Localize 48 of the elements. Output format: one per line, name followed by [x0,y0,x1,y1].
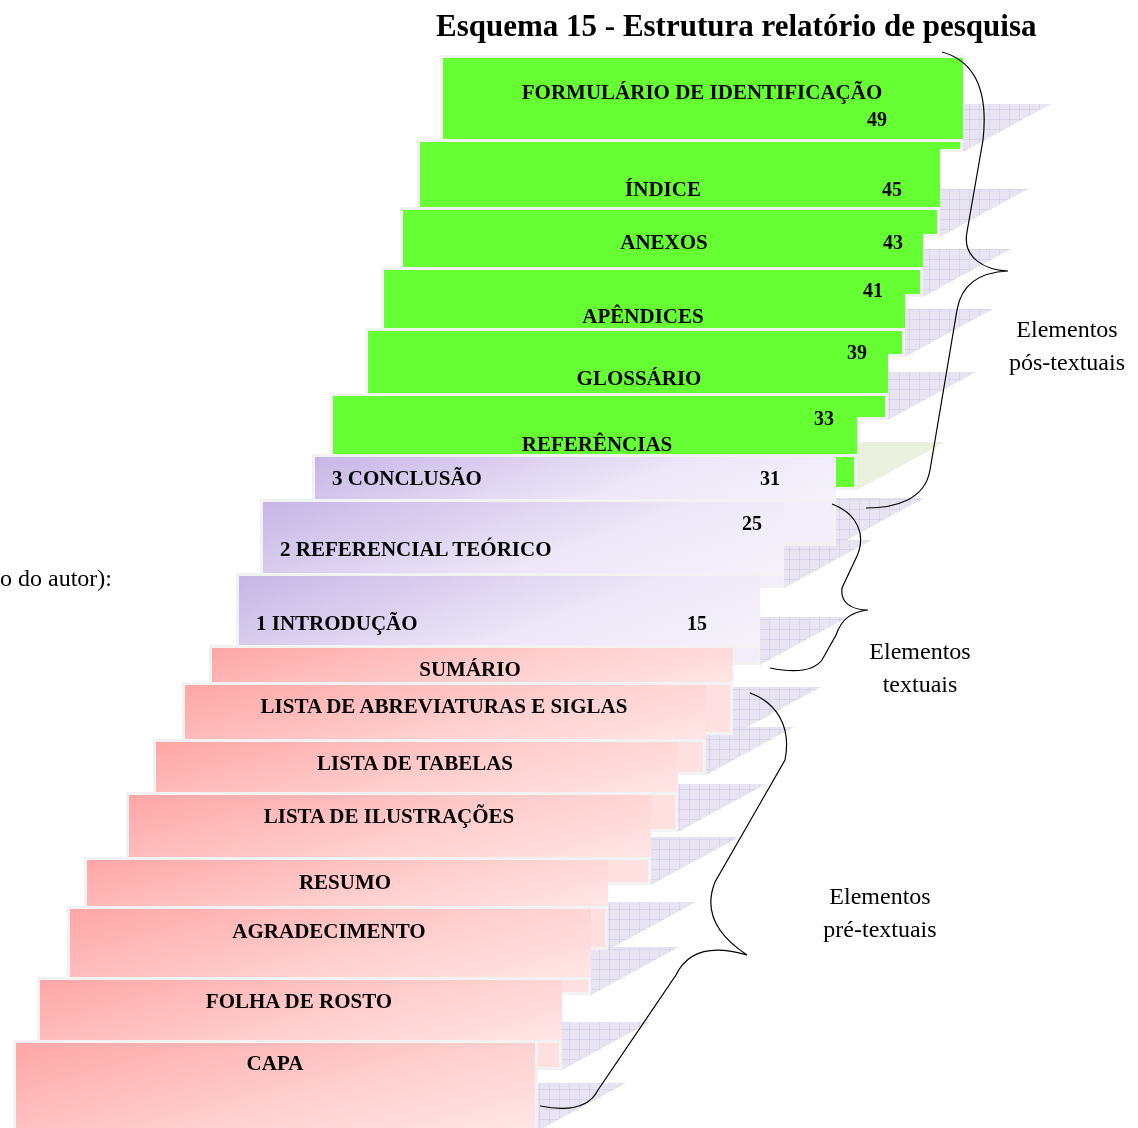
page-number: 31 [760,466,780,490]
page-number: 49 [867,107,887,131]
section-title: FORMULÁRIO DE IDENTIFICAÇÃO [521,80,883,104]
page-number: 33 [814,406,834,430]
section-title: 2 REFERENCIAL TEÓRICO [280,537,552,561]
page-card [182,682,706,739]
page-card [67,906,591,977]
page-number: 39 [847,340,867,364]
page-card [236,573,760,645]
page-card [126,792,651,857]
page-card [312,454,836,499]
section-title: LISTA DE TABELAS [316,751,514,775]
page-card [330,393,857,454]
page-card [260,499,784,573]
page-number: 41 [863,278,883,302]
section-title: REFERÊNCIAS [521,432,673,456]
section-title: SUMÁRIO [419,657,521,681]
page-card [365,328,888,393]
page-card [400,207,923,267]
section-title: APÊNDICES [582,304,704,328]
page-number: 15 [687,611,707,635]
group-label: o do autor): [0,564,112,593]
page-card [209,645,733,682]
section-title: RESUMO [298,870,392,894]
group-label: Elementos textuais [868,637,972,699]
section-title: 3 CONCLUSÃO [332,466,482,490]
group-label: Elementos pré-textuais [822,882,938,944]
page-card [440,55,963,139]
section-title: LISTA DE ILUSTRAÇÕES [263,804,515,828]
page-number: 45 [882,177,902,201]
section-title: 1 INTRODUÇÃO [256,611,418,635]
page-card [13,1040,538,1128]
section-title: CAPA [246,1051,304,1075]
section-title: ANEXOS [620,230,708,254]
page-card [381,267,905,328]
page-card [37,977,562,1040]
page-number: 43 [883,230,903,254]
diagram-title: Esquema 15 - Estrutura relatório de pesquisa [436,8,1037,44]
page-number: 25 [742,511,762,535]
page-card [84,857,608,906]
page-card [153,739,678,792]
section-title: GLOSSÁRIO [576,366,702,390]
group-label: Elementos pós-textuais [1008,315,1126,377]
page-card [417,139,940,207]
section-title: FOLHA DE ROSTO [205,989,393,1013]
section-title: LISTA DE ABREVIATURAS E SIGLAS [260,694,628,718]
section-title: AGRADECIMENTO [232,919,426,943]
section-title: ÍNDICE [625,177,701,201]
